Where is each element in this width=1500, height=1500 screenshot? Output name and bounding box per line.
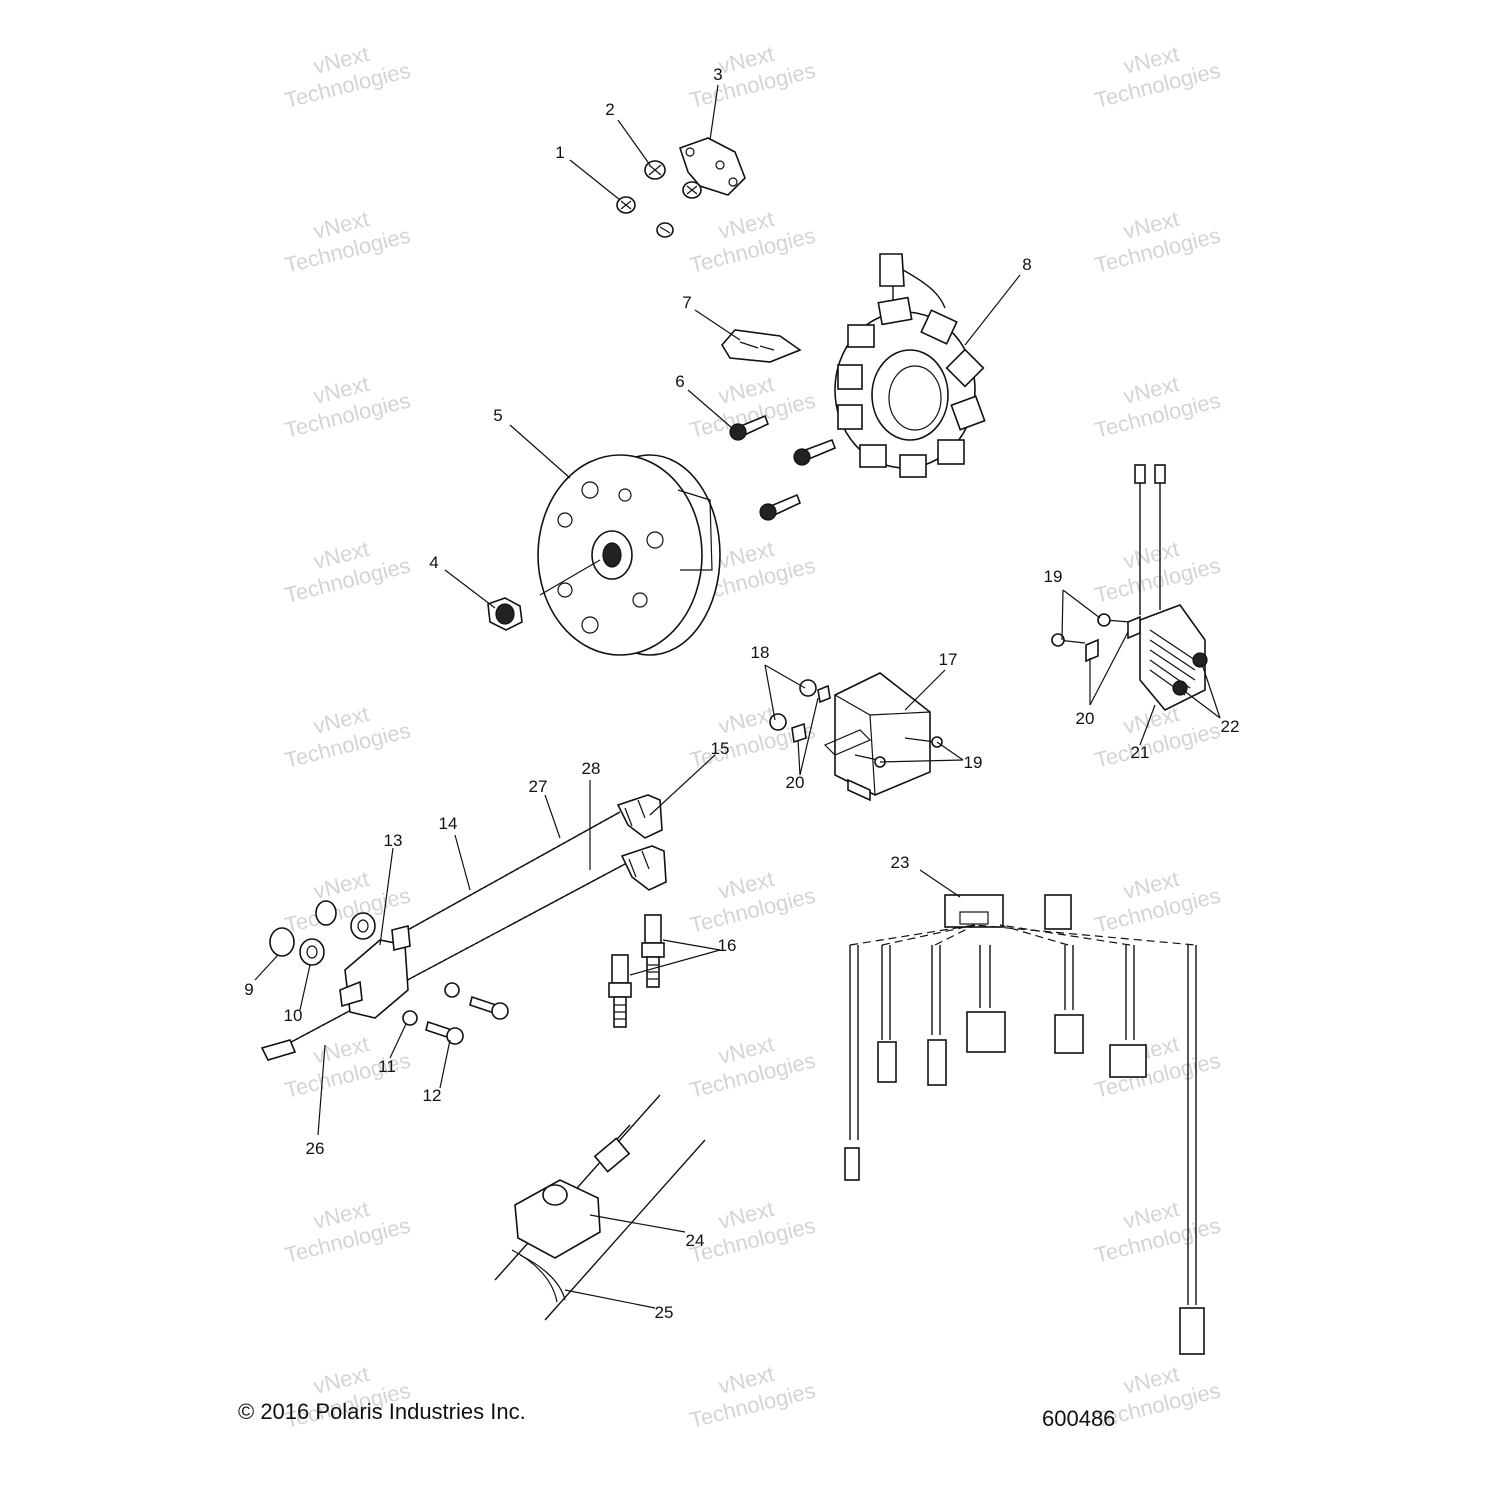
part-28-spark-plug-wire (279, 863, 626, 1049)
callout-3: 3 (713, 65, 722, 84)
bracket-screw (656, 222, 674, 238)
part-27-spark-plug-wire (394, 811, 621, 938)
callout-1: 1 (555, 143, 564, 162)
part-24-switch (494, 1094, 706, 1321)
part-26-ground-wire (260, 1039, 297, 1061)
part-15-plug-boot (620, 845, 667, 891)
part-4-nut (487, 597, 523, 631)
callout-25: 25 (655, 1303, 674, 1322)
callout-9: 9 (244, 980, 253, 999)
callout-14: 14 (439, 814, 458, 833)
callout-20-regulator: 20 (1076, 709, 1095, 728)
part-23-wiring-harness (844, 894, 1205, 1355)
callout-11: 11 (378, 1057, 396, 1076)
stator-poles (837, 296, 986, 478)
part-10-grommet (299, 912, 376, 966)
callout-24: 24 (686, 1231, 705, 1250)
part-2-screw (644, 160, 666, 180)
callout-27: 27 (529, 777, 548, 796)
part-13-ignition-coil (339, 924, 411, 1019)
part-6-bolt (793, 438, 837, 466)
callout-6: 6 (675, 372, 684, 391)
part-16-spark-plug (641, 914, 665, 988)
part-25-strap (511, 1249, 566, 1303)
callout-22: 22 (1221, 717, 1240, 736)
copyright-text: © 2016 Polaris Industries Inc. (238, 1399, 526, 1424)
part-6-bolt (729, 414, 770, 441)
callout-19-regulator: 19 (1044, 567, 1063, 586)
part-19-bolt (1051, 613, 1131, 647)
callout-13: 13 (384, 831, 403, 850)
leader-lines (254, 84, 1221, 1309)
part-22-nut (1172, 652, 1208, 696)
part-21-regulator (1134, 464, 1206, 711)
part-3-bracket (678, 137, 746, 199)
part-20-spacer (791, 684, 831, 744)
callout-23: 23 (891, 853, 910, 872)
part-12-bolt (425, 995, 509, 1045)
callout-2: 2 (605, 100, 614, 119)
part-20-spacer (1085, 615, 1141, 663)
part-5-flywheel (537, 454, 721, 656)
part-6-bolt (759, 493, 802, 521)
callout-10: 10 (284, 1006, 303, 1025)
callout-21: 21 (1131, 743, 1150, 762)
callout-17: 17 (939, 650, 958, 669)
callout-28: 28 (582, 759, 601, 778)
part-8-stator (834, 253, 986, 478)
callout-16: 16 (718, 936, 737, 955)
callout-19-cdi: 19 (964, 753, 983, 772)
callout-5: 5 (493, 406, 502, 425)
callout-7: 7 (682, 293, 691, 312)
part-7-clip (721, 329, 802, 363)
part-17-cdi-module (823, 672, 931, 802)
callout-4: 4 (429, 553, 438, 572)
diagram-number: 600486 (1042, 1406, 1116, 1431)
callout-12: 12 (423, 1086, 442, 1105)
part-1-screw (616, 196, 636, 214)
callout-labels: 1 2 3 4 5 6 7 8 9 10 11 12 13 14 15 16 1… (244, 65, 1239, 1322)
part-11-star-washer (402, 982, 460, 1026)
callout-8: 8 (1022, 255, 1031, 274)
callout-20-cdi: 20 (786, 773, 805, 792)
part-16-spark-plug (608, 954, 632, 1028)
callout-15: 15 (711, 739, 730, 758)
callout-18: 18 (751, 643, 770, 662)
part-15-plug-boot (616, 794, 663, 839)
callout-26: 26 (306, 1139, 325, 1158)
part-9-bushing (269, 900, 337, 957)
part-18-washer (769, 679, 817, 731)
